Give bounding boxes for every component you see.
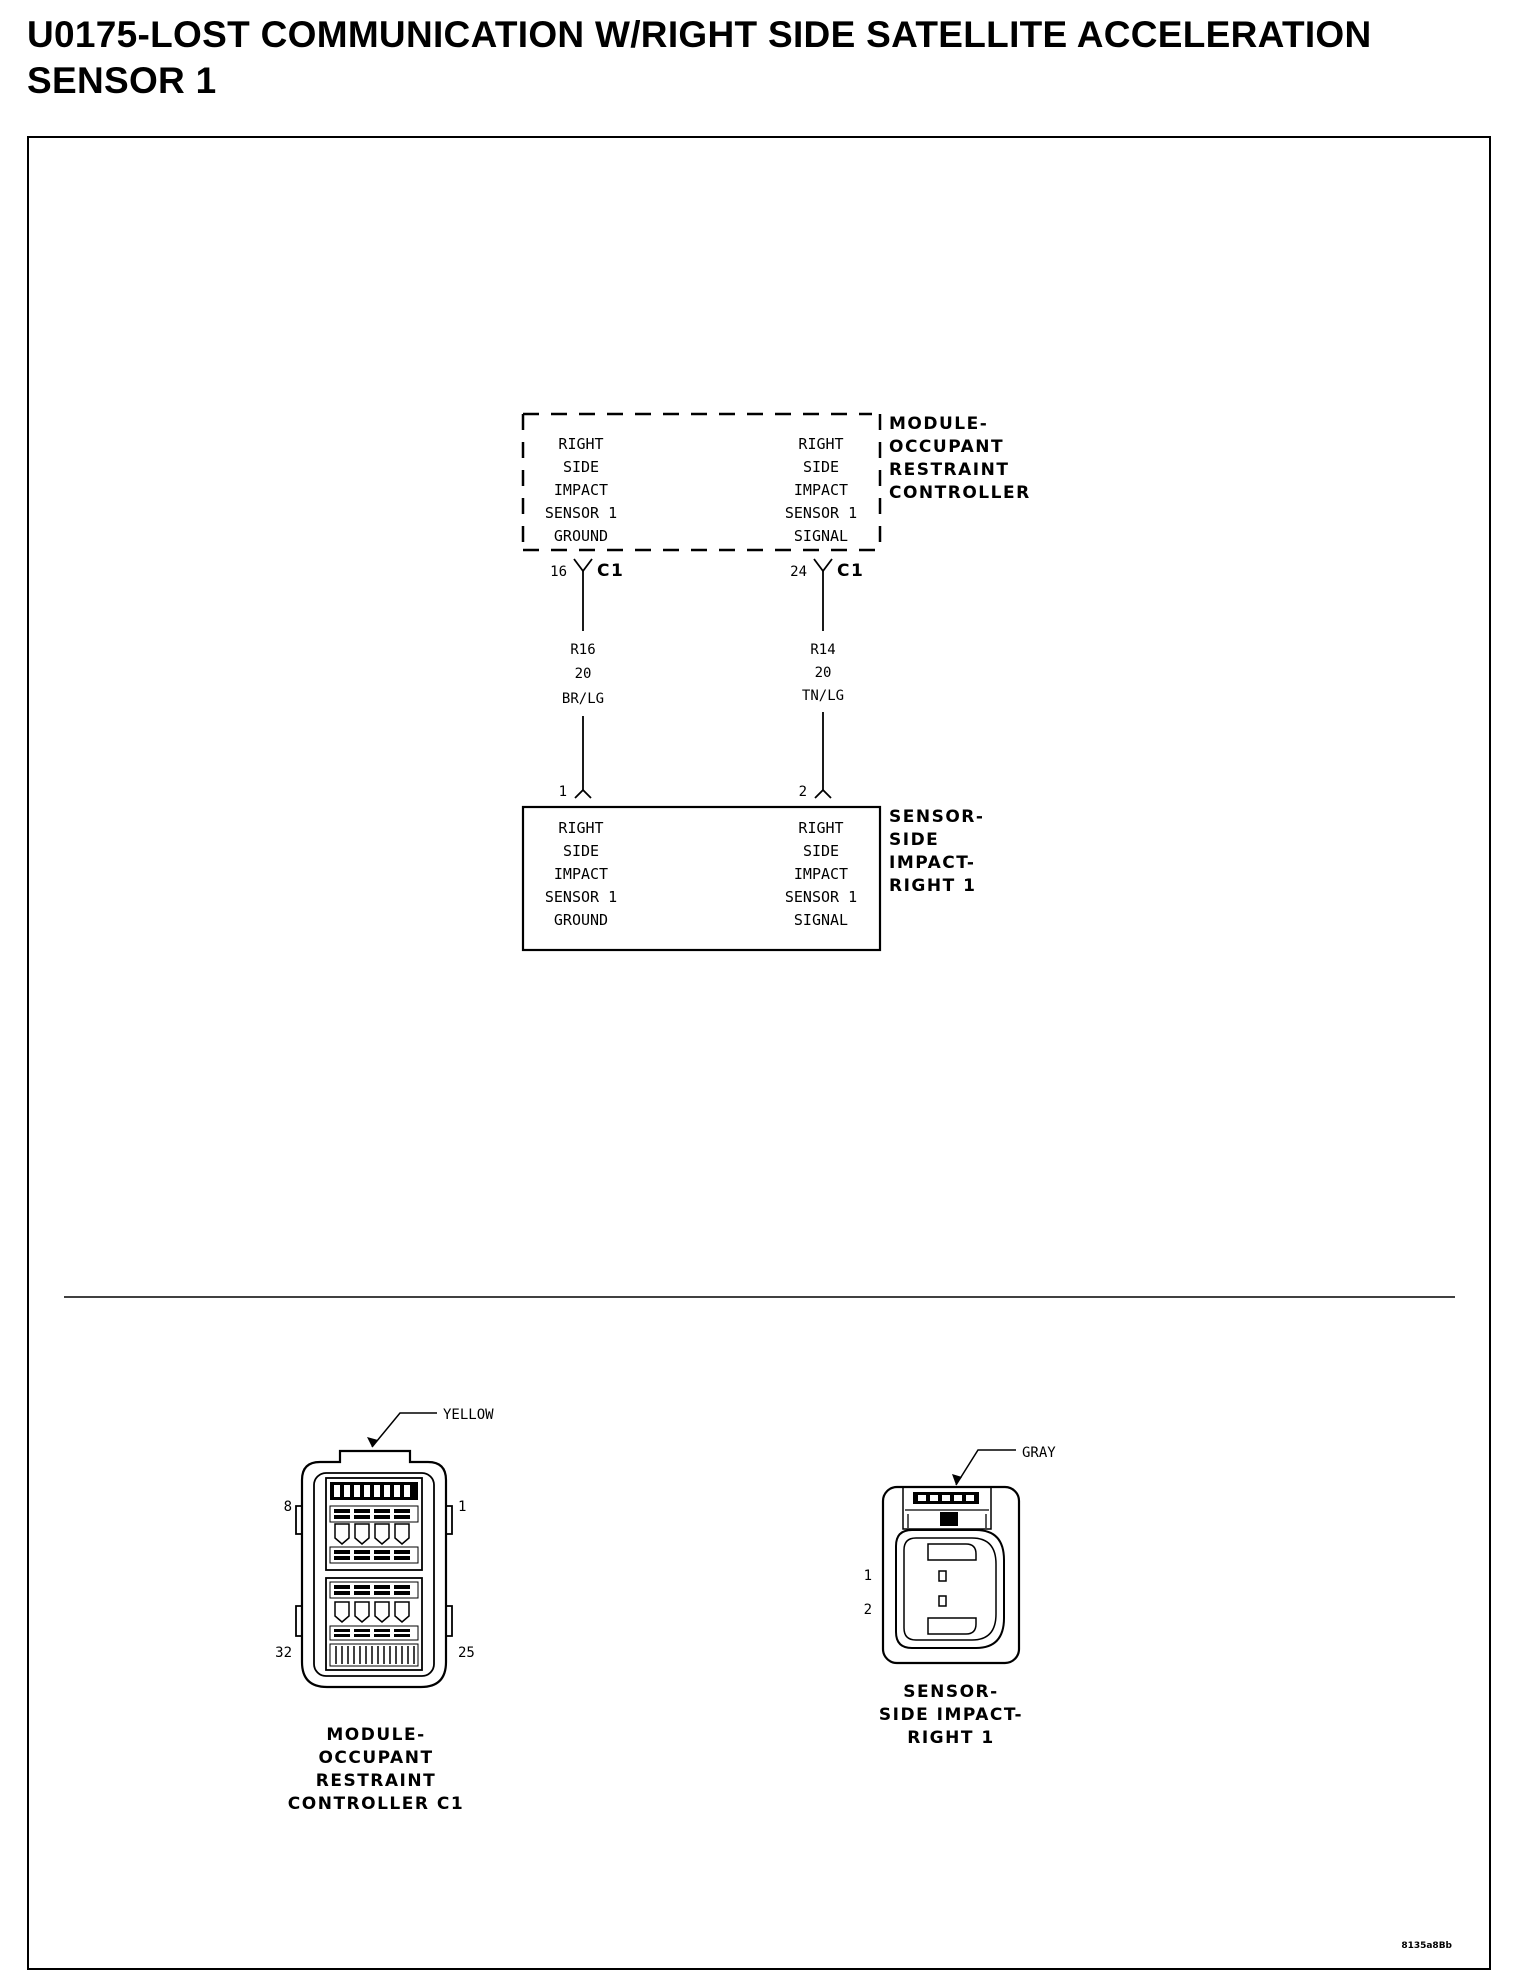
module-pin-24-terminal: 24 C1: [790, 558, 864, 631]
page-title-line-1: U0175-LOST COMMUNICATION W/RIGHT SIDE SA…: [27, 14, 1372, 55]
svg-text:R16: R16: [570, 642, 595, 658]
svg-text:16: 16: [550, 564, 567, 580]
svg-text:RIGHT 1: RIGHT 1: [907, 1728, 994, 1748]
wire-r16-label: R16 20 BR/LG: [562, 642, 604, 707]
module-c1-pin-32-label: 32: [275, 1645, 292, 1661]
module-pin-16-terminal: 16 C1: [550, 558, 624, 631]
svg-text:RIGHT 1: RIGHT 1: [889, 876, 976, 896]
svg-text:SENSOR 1: SENSOR 1: [545, 504, 617, 522]
wire-r14-label: R14 20 TN/LG: [802, 642, 844, 704]
svg-text:SENSOR 1: SENSOR 1: [785, 504, 857, 522]
svg-text:SIGNAL: SIGNAL: [794, 527, 848, 545]
svg-text:IMPACT: IMPACT: [794, 481, 848, 499]
sensor-connector-color-label: GRAY: [1022, 1445, 1056, 1461]
sensor-connector-view: GRAY 1 2 SENSOR- SIDE IMPACT- RIGHT 1: [864, 1445, 1057, 1748]
page-title: U0175-LOST COMMUNICATION W/RIGHT SIDE SA…: [27, 12, 1372, 104]
svg-text:2: 2: [799, 784, 807, 800]
sensor-name-label: SENSOR- SIDE IMPACT- RIGHT 1: [889, 807, 984, 896]
module-c1-pin-8-label: 8: [284, 1499, 292, 1515]
svg-text:SIDE: SIDE: [803, 842, 839, 860]
svg-text:CONTROLLER C1: CONTROLLER C1: [288, 1794, 464, 1814]
sensor-pin-1-terminal: 1: [559, 784, 592, 800]
svg-text:IMPACT: IMPACT: [794, 865, 848, 883]
svg-text:CONTROLLER: CONTROLLER: [889, 483, 1031, 503]
svg-text:IMPACT: IMPACT: [554, 481, 608, 499]
diagram-frame: [27, 136, 1491, 1970]
svg-text:OCCUPANT: OCCUPANT: [889, 437, 1004, 457]
svg-text:SIGNAL: SIGNAL: [794, 911, 848, 929]
page-title-line-2: SENSOR 1: [27, 60, 217, 101]
svg-text:SIDE: SIDE: [563, 458, 599, 476]
svg-text:SIDE IMPACT-: SIDE IMPACT-: [879, 1705, 1023, 1725]
sensor-pin-2-terminal: 2: [799, 784, 832, 800]
module-left-circuit-label: RIGHT SIDE IMPACT SENSOR 1 GROUND: [545, 435, 617, 545]
svg-text:C1: C1: [597, 561, 624, 581]
sensor-connector-pin-1-label: 1: [864, 1568, 872, 1584]
svg-text:SENSOR 1: SENSOR 1: [785, 888, 857, 906]
svg-text:IMPACT: IMPACT: [554, 865, 608, 883]
svg-text:C1: C1: [837, 561, 864, 581]
module-box: [521, 412, 882, 552]
svg-text:24: 24: [790, 564, 807, 580]
svg-text:SENSOR-: SENSOR-: [889, 807, 984, 827]
svg-text:20: 20: [575, 666, 592, 682]
module-name-label: MODULE- OCCUPANT RESTRAINT CONTROLLER: [889, 414, 1031, 503]
sensor-right-circuit-label: RIGHT SIDE IMPACT SENSOR 1 SIGNAL: [785, 819, 857, 929]
figure-id: 8135a8Bb: [1401, 1941, 1452, 1951]
svg-text:MODULE-: MODULE-: [326, 1725, 425, 1745]
module-right-circuit-label: RIGHT SIDE IMPACT SENSOR 1 SIGNAL: [785, 435, 857, 545]
svg-text:IMPACT-: IMPACT-: [889, 853, 975, 873]
module-c1-color-label: YELLOW: [443, 1407, 494, 1423]
svg-text:20: 20: [815, 665, 832, 681]
svg-text:SIDE: SIDE: [803, 458, 839, 476]
svg-text:1: 1: [559, 784, 567, 800]
module-c1-pin-1-label: 1: [458, 1499, 466, 1515]
module-c1-pin-25-label: 25: [458, 1645, 475, 1661]
sensor-left-circuit-label: RIGHT SIDE IMPACT SENSOR 1 GROUND: [545, 819, 617, 929]
svg-text:RIGHT: RIGHT: [558, 819, 603, 837]
svg-text:SIDE: SIDE: [563, 842, 599, 860]
svg-text:RESTRAINT: RESTRAINT: [316, 1771, 436, 1791]
svg-text:OCCUPANT: OCCUPANT: [318, 1748, 433, 1768]
svg-text:SENSOR-: SENSOR-: [903, 1682, 998, 1702]
svg-text:R14: R14: [810, 642, 835, 658]
svg-text:RIGHT: RIGHT: [558, 435, 603, 453]
module-c1-connector-view: YELLOW: [275, 1407, 494, 1814]
svg-text:TN/LG: TN/LG: [802, 688, 844, 704]
sensor-connector-caption: SENSOR- SIDE IMPACT- RIGHT 1: [879, 1682, 1023, 1748]
svg-text:RIGHT: RIGHT: [798, 435, 843, 453]
svg-text:GROUND: GROUND: [554, 527, 608, 545]
sensor-box: [521, 805, 882, 952]
svg-text:RESTRAINT: RESTRAINT: [889, 460, 1009, 480]
svg-text:MODULE-: MODULE-: [889, 414, 988, 434]
sensor-connector-pin-2-label: 2: [864, 1602, 872, 1618]
svg-text:RIGHT: RIGHT: [798, 819, 843, 837]
svg-text:SENSOR 1: SENSOR 1: [545, 888, 617, 906]
module-c1-caption: MODULE- OCCUPANT RESTRAINT CONTROLLER C1: [288, 1725, 464, 1814]
svg-text:GROUND: GROUND: [554, 911, 608, 929]
svg-text:SIDE: SIDE: [889, 830, 939, 850]
svg-text:BR/LG: BR/LG: [562, 691, 604, 707]
